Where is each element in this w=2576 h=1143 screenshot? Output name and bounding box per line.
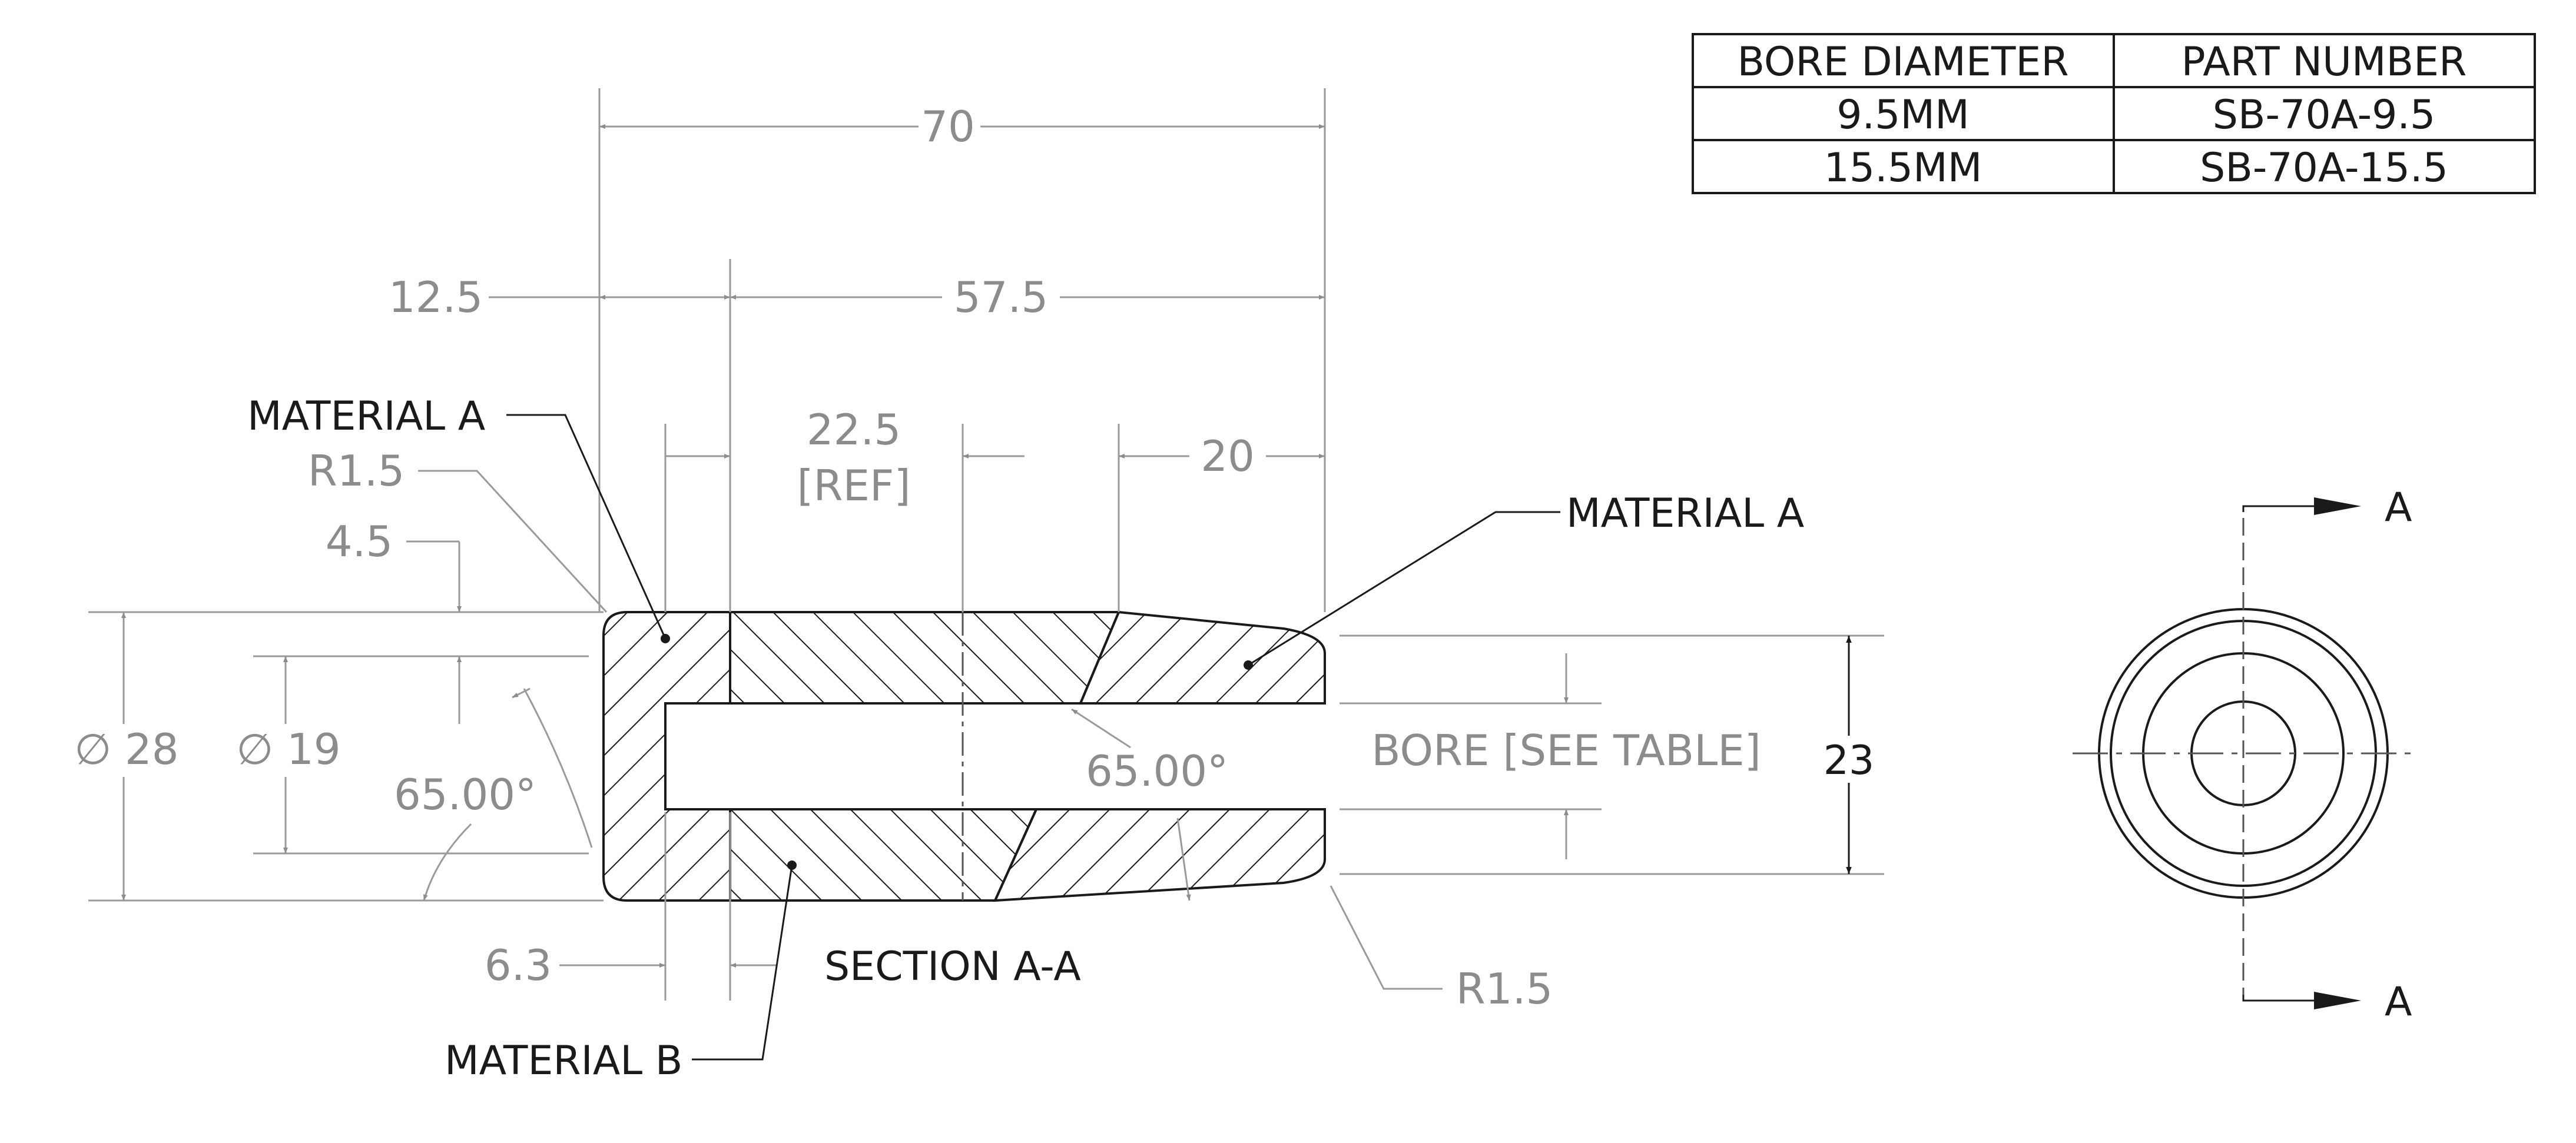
table-cell: 15.5MM — [1824, 145, 1982, 191]
dim-tip-height: 23 — [1824, 737, 1875, 784]
cut-label-bottom: A — [2385, 979, 2412, 1025]
label-material-a-right: MATERIAL A — [1566, 490, 1804, 537]
tip-material-a-top — [1078, 610, 1326, 705]
label-material-a-left: MATERIAL A — [247, 393, 485, 440]
dim-tip-length: 20 — [1201, 431, 1255, 481]
part-number-table: BORE DIAMETER PART NUMBER 9.5MM SB-70A-9… — [1692, 33, 2536, 194]
dim-ref-tag: [REF] — [797, 461, 910, 510]
table-cell: SB-70A-9.5 — [2213, 92, 2436, 138]
dim-ref-length: 22.5 — [807, 405, 901, 454]
cap-left-material-a — [602, 611, 731, 902]
table-cell: SB-70A-15.5 — [2200, 145, 2448, 191]
body-material-b-top — [729, 611, 1121, 705]
dim-angle-right: 65.00° — [1086, 746, 1228, 796]
label-section: SECTION A-A — [824, 943, 1081, 990]
dim-cap-thickness: 6.3 — [485, 941, 552, 990]
dim-outer-diameter: ∅ 28 — [74, 725, 178, 774]
dim-inner-diameter: ∅ 19 — [236, 725, 340, 774]
table-cell: 9.5MM — [1836, 92, 1969, 138]
cut-label-top: A — [2385, 484, 2412, 531]
section-body — [602, 610, 1326, 902]
dimensions: 70 12.5 57.5 22.5 [REF] 20 4.5 ∅ 28 ∅ 19 — [74, 88, 1884, 1014]
table-header-part: PART NUMBER — [2182, 39, 2467, 85]
dim-right-length: 57.5 — [954, 273, 1048, 322]
end-view: A A — [2073, 484, 2414, 1025]
dim-angle-left: 65.00° — [394, 770, 536, 819]
dim-bore: BORE [SEE TABLE] — [1371, 726, 1761, 775]
dim-wall-thickness: 4.5 — [326, 517, 393, 566]
dim-overall-length: 70 — [921, 102, 975, 151]
labels: MATERIAL A MATERIAL A MATERIAL B SECTION… — [247, 393, 1804, 1084]
label-material-b: MATERIAL B — [445, 1038, 682, 1084]
dim-radius-left: R1.5 — [308, 446, 405, 496]
dim-radius-right: R1.5 — [1456, 964, 1553, 1014]
tip-material-a-bottom — [993, 808, 1326, 902]
body-material-b-bottom — [729, 808, 1039, 902]
table-header-bore: BORE DIAMETER — [1737, 39, 2068, 85]
dim-left-length: 12.5 — [389, 273, 483, 322]
